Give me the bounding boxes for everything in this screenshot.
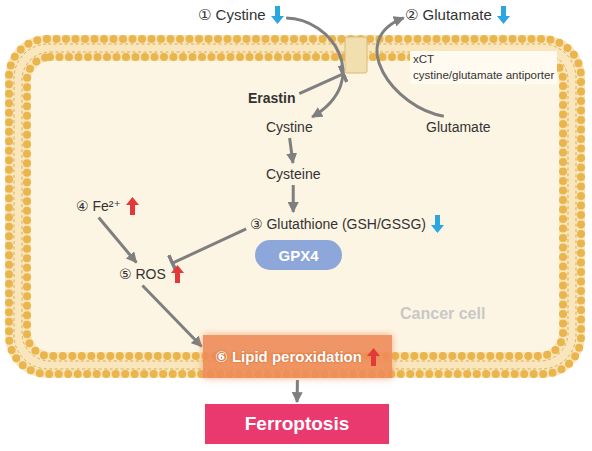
increase-arrow <box>171 265 184 283</box>
label-text: ⑥ Lipid peroxidation <box>215 348 362 366</box>
label-text: xCT <box>413 52 554 68</box>
label-text: ⑤ ROS <box>119 266 166 282</box>
label-text: Glutamate <box>426 119 491 135</box>
decrease-arrow <box>431 215 444 233</box>
metabolite-label: Glutamate <box>424 118 493 136</box>
label-text: Ferroptosis <box>245 413 350 435</box>
output-label: ② Glutamate <box>403 5 512 25</box>
decrease-arrow <box>497 6 510 24</box>
flow-arrow <box>99 218 137 263</box>
inhibition-line <box>172 229 246 263</box>
flow-arrow <box>142 285 201 346</box>
transporter-caption: xCTcystine/glutamate antiporter <box>410 51 557 84</box>
flow-arrow <box>292 185 295 212</box>
label-text: Cancer cell <box>400 305 485 323</box>
label-text: ① Cystine <box>198 6 266 24</box>
transporter: xCTcystine/glutamate antiporter <box>345 37 367 73</box>
decrease-arrow <box>271 6 284 24</box>
label-text: cystine/glutamate antiporter <box>413 68 554 84</box>
input-label: ① Cystine <box>196 5 286 25</box>
label-text: ② Glutamate <box>405 6 492 24</box>
metabolite-label: Cysteine <box>264 165 322 183</box>
flow-arrow <box>290 138 293 163</box>
metabolite-label: ③ Glutathione (GSH/GSSG) <box>248 214 446 234</box>
iron-label: ④ Fe²⁺ <box>74 196 141 216</box>
label-text: ③ Glutathione (GSH/GSSG) <box>250 216 426 232</box>
label-text: Cystine <box>266 119 313 135</box>
label-text: Cysteine <box>266 166 320 182</box>
increase-arrow <box>126 197 139 215</box>
flow-arrow <box>296 380 299 402</box>
label-text: GPX4 <box>278 247 318 264</box>
enzyme-pill: GPX4 <box>255 240 342 270</box>
label-text: Erastin <box>248 90 295 106</box>
increase-arrow <box>367 348 380 366</box>
inhibition-line <box>299 74 343 94</box>
label-text: ④ Fe²⁺ <box>76 198 121 214</box>
process-band: ⑥ Lipid peroxidation <box>203 335 392 378</box>
ros-label: ⑤ ROS <box>117 264 186 284</box>
inhibitor-label: Erastin <box>246 89 297 107</box>
cell-region: Cancer cell xCTcystine/glutamate antiport… <box>5 35 585 378</box>
metabolite-label: Cystine <box>264 118 315 136</box>
outcome-box: Ferroptosis <box>205 404 389 444</box>
